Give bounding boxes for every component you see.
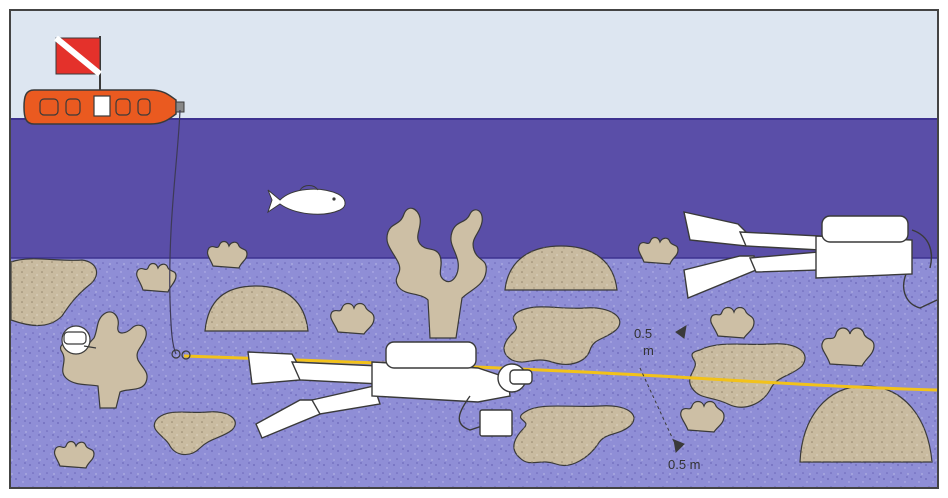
slate bbox=[480, 410, 512, 436]
leg-upper bbox=[292, 362, 380, 384]
spacing-label-lower: 0.5 m bbox=[668, 458, 701, 471]
fin-upper bbox=[248, 352, 300, 384]
spacing-label-upper: 0.5 bbox=[634, 327, 652, 340]
buoy-hatch bbox=[94, 96, 110, 116]
mask bbox=[510, 370, 532, 384]
tank-2 bbox=[822, 216, 908, 242]
spacing-label-upper-unit: m bbox=[643, 344, 654, 357]
tank bbox=[386, 342, 476, 368]
dive-buoy-icon bbox=[24, 90, 184, 124]
